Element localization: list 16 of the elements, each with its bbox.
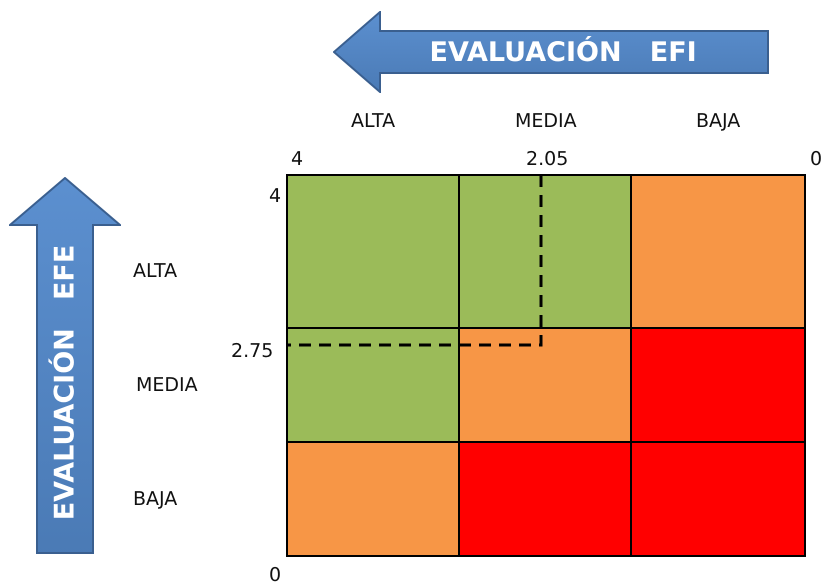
axis-value-label: 0 <box>810 150 822 169</box>
block-arrow <box>333 11 769 93</box>
axis-category-label: ALTA <box>133 262 178 281</box>
axis-value-label: 0 <box>269 566 282 585</box>
axis-category-label: ALTA <box>351 112 396 131</box>
axis-category-label: MEDIA <box>136 376 198 395</box>
axis-category-label: MEDIA <box>515 112 577 131</box>
axis-category-label: BAJA <box>133 490 178 509</box>
axis-category-label: BAJA <box>696 112 740 131</box>
axis-value-label: 2.75 <box>231 342 274 361</box>
axis-value-label: 2.05 <box>526 150 568 169</box>
block-arrow <box>9 177 121 554</box>
axis-value-label: 4 <box>269 187 282 206</box>
axis-value-label: 4 <box>291 150 304 169</box>
axis-title: EVALUACIÓN EFI <box>430 38 697 66</box>
axis-title: EVALUACIÓN EFE <box>51 244 78 520</box>
